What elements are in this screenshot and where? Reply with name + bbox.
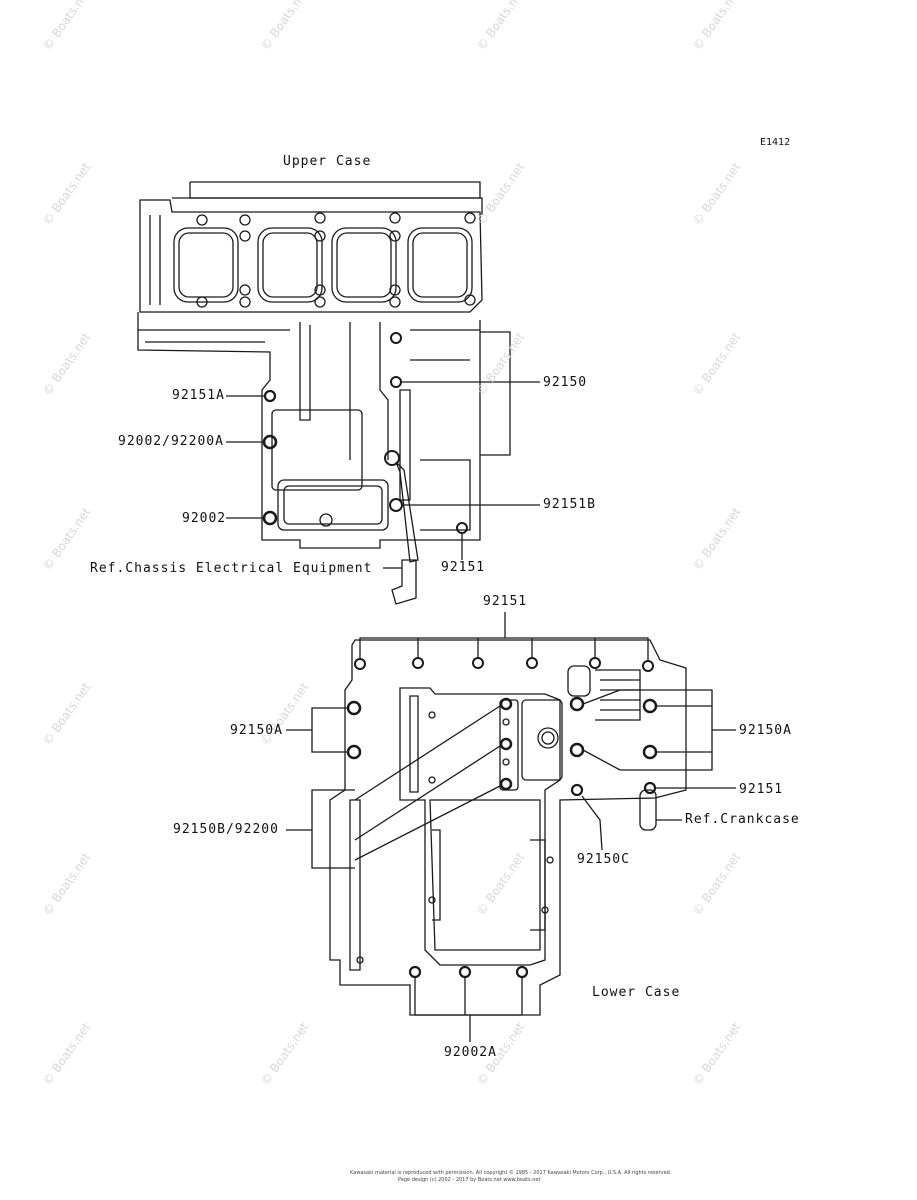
- part-label-92150A-left[interactable]: 92150A: [230, 723, 283, 738]
- lower-case-drawing: [286, 612, 736, 1042]
- copyright-line-1: Kawasaki material is reproduced with per…: [350, 1170, 672, 1176]
- part-label-92150B-92200[interactable]: 92150B/92200: [173, 822, 279, 837]
- upper-case-title: Upper Case: [283, 154, 372, 169]
- part-label-92002-92200A[interactable]: 92002/92200A: [118, 434, 224, 449]
- part-label-92150A-right[interactable]: 92150A: [739, 723, 792, 738]
- part-label-92002A[interactable]: 92002A: [444, 1045, 497, 1060]
- upper-case-drawing: [138, 182, 540, 604]
- part-label-92150C[interactable]: 92150C: [577, 852, 630, 867]
- lower-case-title: Lower Case: [592, 985, 681, 1000]
- ref-crankcase-link[interactable]: Ref.Crankcase: [685, 812, 800, 827]
- part-label-92151-lower-right[interactable]: 92151: [739, 782, 784, 797]
- diagram-code: E1412: [760, 137, 791, 148]
- part-label-92151-lower-top[interactable]: 92151: [483, 594, 528, 609]
- part-label-92151A[interactable]: 92151A: [172, 388, 225, 403]
- copyright-line-2: Page design (c) 2002 - 2017 by Boats.net…: [398, 1177, 541, 1183]
- part-label-92150[interactable]: 92150: [543, 375, 588, 390]
- part-label-92151-upper[interactable]: 92151: [441, 560, 486, 575]
- part-label-92002[interactable]: 92002: [182, 511, 227, 526]
- ref-chassis-electrical-link[interactable]: Ref.Chassis Electrical Equipment: [90, 561, 373, 576]
- part-label-92151B[interactable]: 92151B: [543, 497, 596, 512]
